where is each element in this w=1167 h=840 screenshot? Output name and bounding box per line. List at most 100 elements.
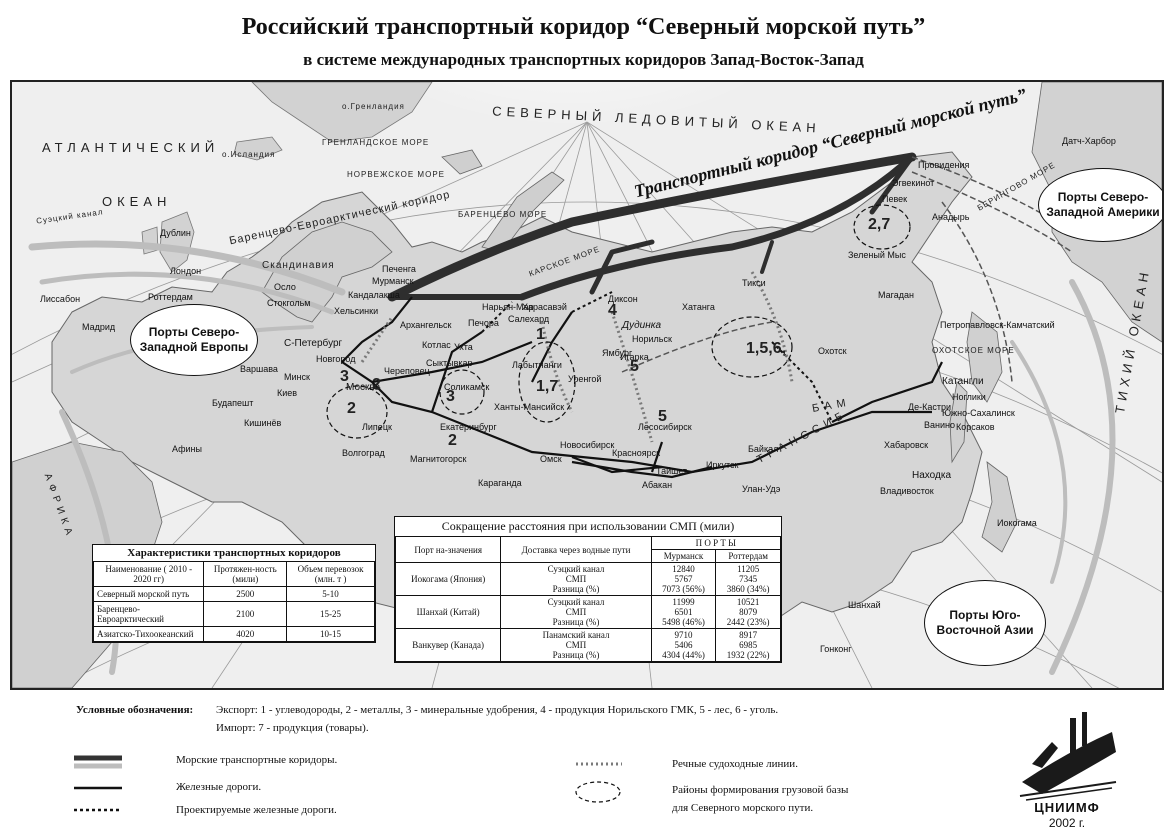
city-solikamsk: Соликамск [444, 382, 490, 392]
dist-route-line: Разница (%) [552, 617, 600, 627]
corridor-characteristics-table: Характеристики транспортных коридоров На… [92, 544, 376, 643]
city-korsakov: Корсаков [956, 422, 995, 432]
sakhalin [949, 381, 968, 464]
char-cell: 10-15 [286, 626, 375, 642]
city-madrid: Мадрид [82, 322, 116, 332]
city-helsinki: Хельсинки [334, 306, 379, 316]
dist-value: 9710 [674, 630, 693, 640]
char-header: Протяжен-ность (мили) [203, 561, 288, 587]
dist-value: 5498 (46%) [662, 617, 705, 627]
city-petropavlovsk: Петропавловск-Камчатский [940, 320, 1055, 330]
svalbard [441, 149, 483, 175]
atlantic-ocean-label-2: ОКЕАН [102, 194, 172, 209]
char-cell: 5-10 [286, 586, 375, 602]
char-cell: 2100 [203, 601, 288, 627]
atlantic-ocean-label-1: АТЛАНТИЧЕСКИЙ [42, 140, 220, 155]
city-kotlas: Котлас [422, 340, 451, 350]
city-nogliki: Ноглики [952, 392, 986, 402]
city-urengoy: Уренгой [568, 374, 602, 384]
dist-value: 10521 [736, 597, 760, 607]
city-ulan-ude: Улан-Удэ [742, 484, 781, 494]
city-ekaterinburg: Екатеринбург [440, 422, 497, 432]
dist-value: 6985 [739, 640, 758, 650]
dist-route-line: СМП [565, 640, 587, 650]
region-number: 3 [340, 368, 349, 385]
river-lines [360, 271, 794, 443]
city-khanty-mansiysk: Ханты-Мансийск [494, 402, 565, 412]
city-yokohama: Иокогама [997, 518, 1037, 528]
city-novosibirsk: Новосибирск [560, 440, 615, 450]
dist-value: 6501 [674, 607, 693, 617]
city-tiksi: Тикси [742, 278, 766, 288]
city-volgograd: Волгоград [342, 448, 385, 458]
dist-route-line: СМП [565, 574, 587, 584]
dist-route-line: Разница (%) [552, 650, 600, 660]
legend-cargo-region [575, 781, 621, 803]
city-yamburg: Ямбург [602, 348, 633, 358]
dist-value: 2442 (23%) [726, 617, 770, 627]
city-anadyr: Анадырь [932, 212, 970, 222]
city-omsk: Омск [540, 454, 562, 464]
legend-import: Импорт: 7 - продукция (товары). [216, 722, 369, 734]
city-norilsk: Норильск [632, 334, 672, 344]
city-warsaw: Варшава [240, 364, 278, 374]
city-igarka: Игарка [620, 352, 649, 362]
map-subtitle: в системе международных транспортных кор… [303, 50, 864, 69]
dist-value: 11999 [672, 597, 695, 607]
dist-route-line: Панамский канал [542, 630, 610, 640]
dashed-corridors [621, 156, 1073, 383]
scandinavia-label: Скандинавия [262, 260, 335, 271]
char-cell: Баренцево-Евроарктический [92, 601, 205, 627]
city-vladivostok: Владивосток [880, 486, 934, 496]
city-karaganda: Караганда [478, 478, 522, 488]
char-cell: 15-25 [286, 601, 375, 627]
city-provideniya: Провидения [918, 160, 970, 170]
city-dublin: Дублин [160, 228, 191, 238]
logo-name: ЦНИИМФ [1034, 800, 1100, 815]
iceland-landmass [233, 136, 283, 161]
greenland-sea-label: ГРЕНЛАНДСКОЕ МОРЕ [322, 138, 430, 147]
city-minsk: Минск [284, 372, 310, 382]
city-stockholm: Стокгольм [267, 298, 311, 308]
dist-port: Иокогама (Япония) [394, 562, 502, 596]
city-moscow: Москва [346, 382, 381, 393]
ports-nw-america-label: Порты Северо-Западной Америки [1038, 168, 1162, 242]
city-yuzhno: Южно-Сахалинск [942, 408, 1015, 418]
region-number: 5 [630, 358, 639, 375]
nsr-corridor [387, 152, 917, 302]
city-kishinev: Кишинёв [244, 418, 282, 428]
city-lipetsk: Липецк [362, 422, 392, 432]
region-number: 3 [446, 388, 455, 405]
city-abakan: Абакан [642, 480, 673, 490]
dist-route-line: Суэцкий канал [547, 564, 605, 574]
city-athens: Афины [172, 444, 202, 454]
dist-header: Роттердам [715, 549, 781, 563]
city-magadan: Магадан [878, 290, 914, 300]
dist-route-line: Суэцкий канал [547, 597, 605, 607]
ship-logo-icon [1019, 712, 1117, 801]
region-number: 2 [347, 400, 356, 417]
city-pevek: Певек [882, 194, 908, 204]
city-dudinka: Дудинка [622, 320, 662, 331]
barents-sea-label: БАРЕНЦЕВО МОРЕ [458, 210, 548, 219]
dist-value: 8917 [739, 630, 758, 640]
dist-port: Ванкувер (Канада) [394, 628, 502, 662]
norwegian-sea-label: НОРВЕЖСКОЕ МОРЕ [347, 170, 445, 179]
dist-value: 8079 [739, 607, 758, 617]
city-syktyvkar: Сыктывкар [426, 358, 473, 368]
region-number: 2 [372, 376, 381, 393]
dist-value: 5406 [674, 640, 693, 650]
city-nakhodka: Находка [912, 470, 952, 481]
legend-export: Экспорт: 1 - углеводороды, 2 - металлы, … [216, 704, 779, 716]
dist-value: 3860 (34%) [726, 584, 770, 594]
dist-table-caption: Сокращение расстояния при использовании … [441, 519, 735, 533]
dist-value: 1932 (22%) [726, 650, 770, 660]
city-magnitogorsk: Магнитогорск [410, 454, 467, 464]
dist-route-line: Разница (%) [552, 584, 600, 594]
region-number: 4 [608, 302, 617, 319]
dist-route-line: СМП [565, 607, 587, 617]
city-london: Лондон [170, 266, 202, 276]
